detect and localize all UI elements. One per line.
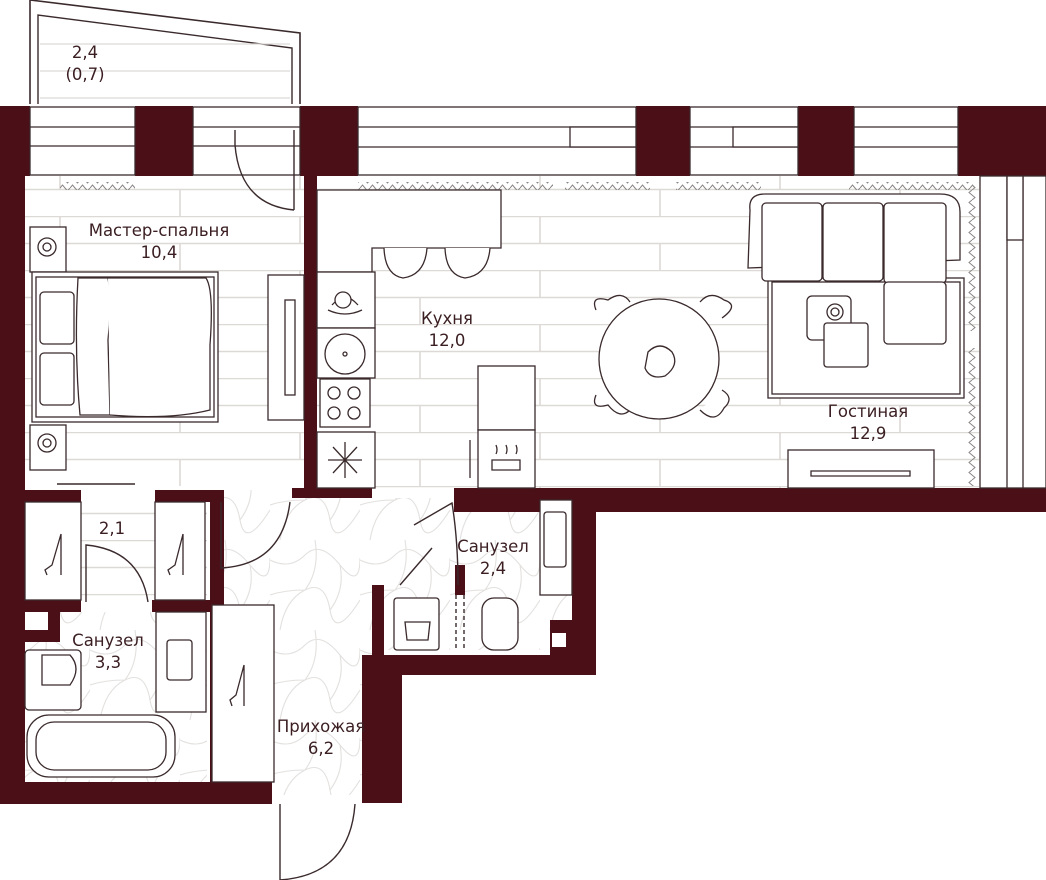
room-area: 3,3 <box>94 653 122 672</box>
walls <box>0 106 1046 804</box>
room-area: 2,1 <box>98 519 126 538</box>
room-label-balcony: 2,4 (0,7) <box>65 42 104 86</box>
kitchen-furniture <box>316 189 536 489</box>
cooktop <box>319 378 371 428</box>
balcony <box>29 0 301 104</box>
room-name: Санузел <box>457 537 529 556</box>
room-label-wardrobe: 2,1 <box>99 518 125 540</box>
room-area: 10,4 <box>140 243 178 262</box>
curtains <box>60 182 976 486</box>
room-label-bathroom-2: Санузел 2,4 <box>457 536 529 580</box>
wet-room-furniture <box>24 499 573 783</box>
toilet-2 <box>481 597 519 651</box>
room-name: Мастер-спальня <box>88 221 230 240</box>
living-furniture <box>593 193 965 489</box>
room-area: 2,4 <box>71 43 99 62</box>
shaft <box>552 633 566 647</box>
fridge <box>477 365 536 431</box>
room-label-bathroom-1: Санузел 3,3 <box>72 630 144 674</box>
hallway-closet <box>211 604 275 783</box>
room-name: Гостиная <box>827 402 909 421</box>
room-name: Санузел <box>72 631 144 650</box>
room-area: 12,9 <box>849 424 887 443</box>
windows <box>29 106 1046 489</box>
bedroom-furniture <box>29 226 305 471</box>
room-label-living-room: Гостиная 12,9 <box>828 401 908 445</box>
bar-stool <box>444 247 491 279</box>
room-area: 2,4 <box>479 559 507 578</box>
room-name: Кухня <box>421 309 473 328</box>
tv-console <box>787 449 935 489</box>
doors <box>57 130 465 880</box>
room-name: Прихожая <box>276 717 366 736</box>
room-area: 6,2 <box>307 739 335 758</box>
dining-chairs <box>593 294 733 418</box>
room-label-hallway: Прихожая 6,2 <box>277 716 365 760</box>
room-label-kitchen: Кухня 12,0 <box>421 308 473 352</box>
bar-stool <box>383 247 428 279</box>
room-note: (0,7) <box>65 65 105 84</box>
room-area: 12,0 <box>428 331 466 350</box>
room-label-master-bedroom: Мастер-спальня 10,4 <box>89 220 230 264</box>
oven <box>477 429 536 489</box>
